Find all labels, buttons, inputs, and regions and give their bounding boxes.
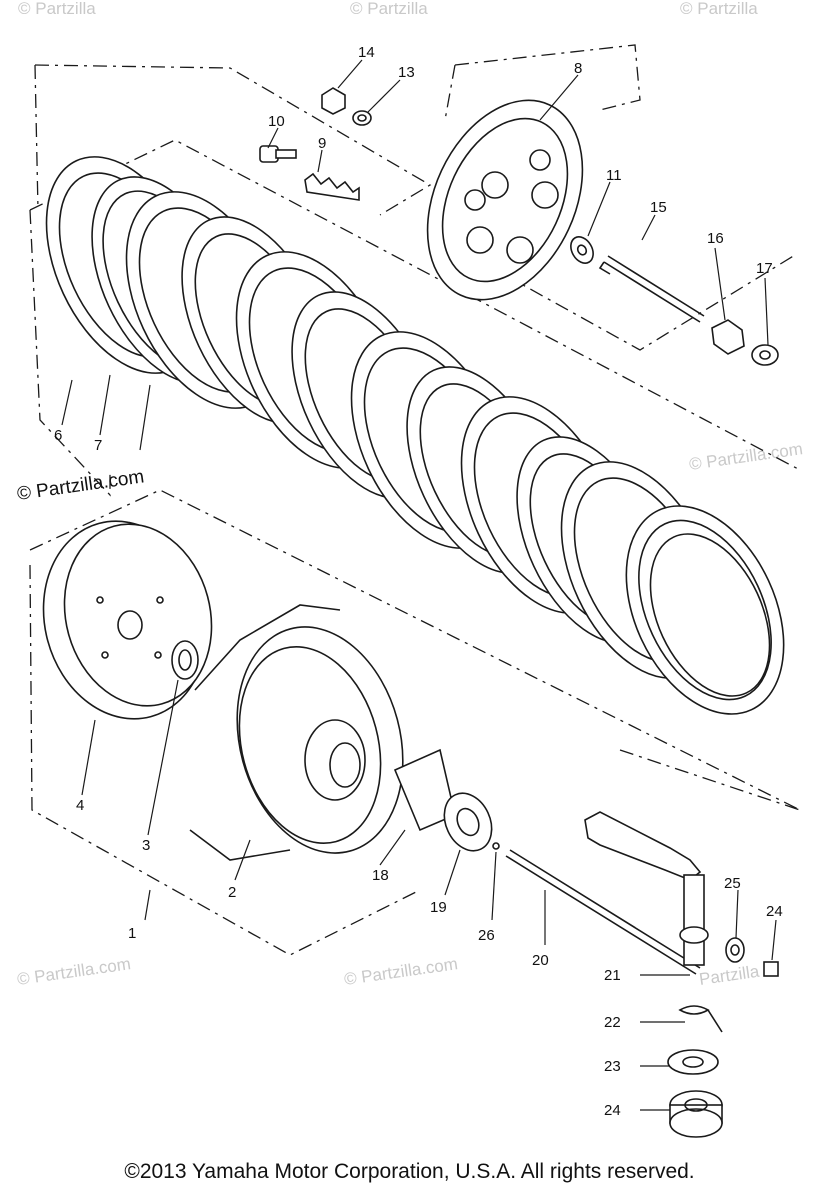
top-hardware bbox=[259, 87, 779, 366]
callout-16: 17 bbox=[756, 260, 773, 277]
callout-11: 11 bbox=[606, 167, 622, 184]
callout-24: 24 bbox=[766, 903, 783, 920]
watermark-top-left: © Partzilla bbox=[18, 0, 96, 18]
callout-17: 18 bbox=[372, 867, 389, 884]
push-lever-assembly bbox=[584, 811, 779, 1138]
callout-15: 16 bbox=[707, 230, 724, 247]
callout-6: 6 bbox=[54, 427, 62, 444]
callout-1: 1 bbox=[128, 925, 136, 942]
leader-lines bbox=[61, 59, 777, 1111]
callout-13: 14 bbox=[358, 44, 375, 61]
watermark-mid-right: © Partzilla.com bbox=[688, 439, 804, 474]
watermark-bottom-left: © Partzilla.com bbox=[16, 954, 132, 989]
clutch-plate-stack bbox=[45, 156, 785, 715]
callout-3: 3 bbox=[142, 837, 150, 854]
callout-8: 8 bbox=[574, 60, 582, 77]
clutch-hub bbox=[42, 520, 213, 720]
watermark-mid-left: © Partzilla.com bbox=[16, 466, 146, 505]
callout-19: 20 bbox=[532, 952, 549, 969]
watermark-bottom-right: Partzilla bbox=[698, 962, 761, 989]
callout-14: 15 bbox=[650, 199, 667, 216]
callout-18: 19 bbox=[430, 899, 447, 916]
watermark-bottom-mid: © Partzilla.com bbox=[343, 954, 459, 989]
callout-20: 21 bbox=[604, 967, 621, 984]
callout-10: 10 bbox=[268, 113, 285, 130]
callout-12: 13 bbox=[398, 64, 415, 81]
callout-21: 22 bbox=[604, 1014, 621, 1031]
callout-23: 24 bbox=[604, 1102, 621, 1119]
watermark-top-mid: © Partzilla bbox=[350, 0, 428, 18]
callout-9: 9 bbox=[318, 135, 326, 152]
callout-2: 2 bbox=[228, 884, 236, 901]
clutch-basket bbox=[189, 604, 701, 975]
dashed-outlines bbox=[29, 44, 801, 956]
callout-7: 7 bbox=[94, 437, 102, 454]
copyright-notice: ©2013 Yamaha Motor Corporation, U.S.A. A… bbox=[124, 1160, 695, 1183]
callout-4: 4 bbox=[76, 797, 84, 814]
callout-25: 25 bbox=[724, 875, 741, 892]
watermark-top-right: © Partzilla bbox=[680, 0, 758, 18]
pressure-plate bbox=[426, 99, 584, 301]
callout-22: 23 bbox=[604, 1058, 621, 1075]
callout-numbers: 14 13 10 9 8 11 15 16 17 6 7 4 3 2 1 18 … bbox=[54, 44, 783, 1119]
callout-26: 26 bbox=[478, 927, 495, 944]
